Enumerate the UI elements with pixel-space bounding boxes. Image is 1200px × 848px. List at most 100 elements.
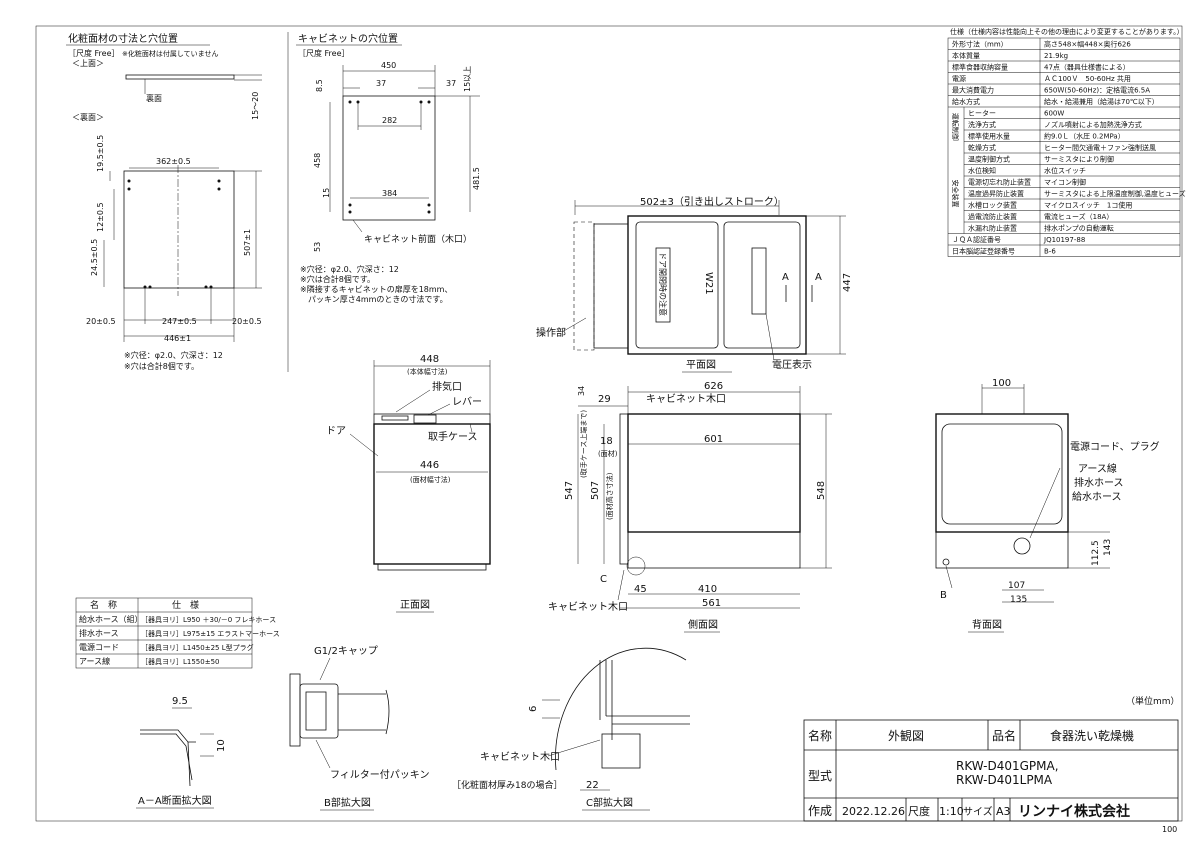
cabinet-dim-15-above: 15以上 [463,66,472,92]
spec-value: 600W [1044,110,1064,118]
spec-key: 水槽ロック装置 [968,201,1017,210]
detail-b-packing-label: フィルター付パッキン [330,768,430,781]
parts-row-name: 排水ホース [79,628,119,638]
decor-dim-446: 446±1 [164,334,191,343]
side-dim-410: 410 [698,584,717,595]
spec-value: ＡＣ100Ｖ 50-60Hz 共用 [1044,74,1131,83]
page-number: 100 [1162,825,1177,834]
decor-dim-20-left: 20±0.5 [86,317,116,326]
decor-back-view-label: ＜裏面＞ [72,112,104,122]
spec-key: 乾燥方式 [968,143,996,152]
decor-dim-15-20: 15～20 [251,92,260,120]
cabinet-dim-384: 384 [382,189,397,198]
plan-a-mark-left: A [782,272,789,283]
parts-table: 名 称仕 様給水ホース（組）［器具ヨリ］L950 ＋30/－0 フレキホース排水… [75,597,280,669]
decor-dim-12: 12±0.5 [96,202,105,232]
side-dim-34: 34 [577,386,586,396]
spec-group-safety: 安全装置 [951,179,960,207]
back-view: 100 電源コード、プラグ アース線 排水ホース 給水ホース 112.5 143… [935,378,1160,633]
front-door-label: ドア [326,426,346,437]
side-panel-note: (面材) [598,449,618,458]
spec-value: JQ10197-88 [1043,236,1085,244]
decor-note-2: ※穴は合計8個です。 [124,361,199,371]
side-detail-c-circle [626,556,646,576]
plan-dim-447: 447 [842,273,853,292]
cabinet-dim-37-left: 37 [376,79,386,88]
back-dim-100: 100 [992,378,1011,389]
spec-value: B-6 [1044,248,1056,256]
plan-stroke-dim: 502±3（引き出しストローク） [640,195,784,208]
spec-group-main: 運転制御 [951,113,960,141]
parts-row-name: 給水ホース（組） [79,614,143,624]
title-model-2: RKW-D401LPMA [956,773,1053,787]
side-dim-507: 507 [590,481,601,500]
side-dim-18: 18 [600,436,613,447]
unit-label: （単位mm） [1126,695,1180,707]
decor-scale: ［尺度 Free］ [68,48,120,58]
spec-value: ヒーター間欠通電＋ファン強制送風 [1044,143,1156,152]
spec-key: 標準使用水量 [968,132,1010,141]
detail-a-dim-10: 10 [216,739,227,752]
decor-dim-24-5: 24.5±0.5 [90,239,99,276]
detail-c-note: ［化粧面材厚み18の場合］ [452,779,562,791]
back-supply-label: 給水ホース [1072,490,1122,503]
decor-back-label: 裏面 [146,93,162,103]
back-drain-label: 排水ホース [1074,476,1124,489]
side-cab-wood-label: キャビネット木口 [646,393,726,405]
title-model-1: RKW-D401GPMA, [956,759,1059,773]
company-name: リンナイ株式会社 [1018,803,1130,820]
spec-key: 外形寸法（mm） [952,40,1008,49]
spec-key: 水漏れ防止装置 [968,224,1017,233]
spec-value: 給水・給湯兼用（給湯は70℃以下） [1044,97,1159,106]
side-cab-wood-label-2: キャビネット木口 [548,601,628,613]
side-c-mark: C [600,574,607,585]
front-door-panel [373,423,491,565]
cabinet-note-4: パッキン厚さ4mmのときの寸法です。 [300,294,448,304]
detail-b-cap [289,673,301,747]
title-scale-key: 尺度 [908,804,930,818]
detail-c-cab-wood-label: キャビネット木口 [480,751,560,763]
cabinet-dim-37-right: 37 [446,79,456,88]
side-dim-548: 548 [816,481,827,500]
front-lever-label: レバー [452,396,482,408]
side-door-panel [619,413,629,565]
parts-row-spec: ［器具ヨリ］L950 ＋30/－0 フレキホース [141,616,276,624]
spec-value: ノズル噴射による加熱洗浄方式 [1044,120,1142,129]
decor-panel-section: 化粧面材の寸法と穴位置 ［尺度 Free］ ※化粧面材は付属していません ＜上面… [66,32,262,371]
cabinet-note-3: ※隣接するキャビネットの扉厚を18mm、 [300,284,452,294]
detail-a: 9.5 10 A－A断面拡大図 [136,696,227,809]
title-size-key: サイズ [963,805,993,818]
spec-key: 温度過昇防止装置 [968,189,1024,198]
back-dim-143: 143 [1103,539,1113,556]
plan-body [627,215,807,355]
cabinet-note-2: ※穴は合計8個です。 [300,274,375,284]
decor-title: 化粧面材の寸法と穴位置 [68,32,178,45]
spec-key: 標準食器収納容量 [952,63,1008,72]
parts-table-frame [75,597,253,669]
side-base [627,531,801,569]
decor-back-panel [123,170,235,289]
spec-key: 過電流防止装置 [968,212,1017,221]
front-exhaust [381,415,409,421]
parts-row-name: 電源コード [79,643,119,652]
title-size-value: A3 [996,805,1011,818]
spec-key: 水位検知 [968,166,996,175]
back-dim-135: 135 [1010,595,1027,605]
detail-c: 6 キャビネット木口 ［化粧面材厚み18の場合］ 22 C部拡大図 [452,647,690,811]
side-body [627,413,801,533]
decor-dim-19-5: 19.5±0.5 [96,135,105,172]
back-pump [1013,537,1031,555]
side-dim-561: 561 [702,598,721,609]
side-dim-547-note: (取手ケース上端まで) [579,410,588,478]
side-view-label: 側面図 [688,618,718,631]
back-cord-label: 電源コード、プラグ [1070,440,1160,453]
spec-header: 仕様（仕様内容は性能向上その他の理由により変更することがあります。） [950,27,1184,36]
spec-key: 電源切忘れ防止装置 [968,178,1031,187]
detail-c-dim-22: 22 [586,780,599,791]
parts-row-spec: ［器具ヨリ］L1550±50 [141,658,220,666]
back-base [935,531,1069,569]
spec-value: 21.9kg [1044,52,1068,60]
spec-key: 洗浄方式 [968,120,996,129]
spec-key: 給水方式 [952,97,980,106]
